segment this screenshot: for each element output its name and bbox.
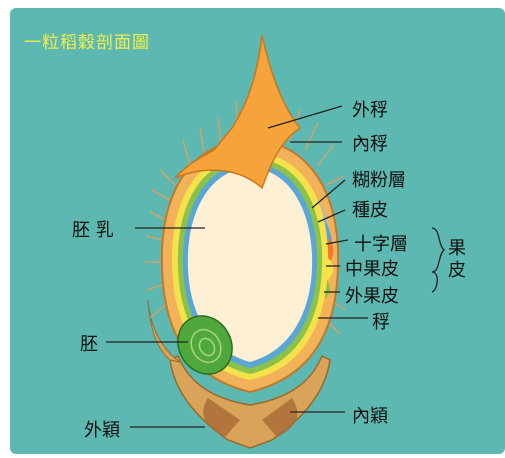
label-inner-glume: 內穎 [352, 402, 388, 428]
label-pericarp: 果皮 [448, 238, 468, 282]
label-inner-lemma: 內稃 [352, 130, 388, 156]
label-exocarp: 外果皮 [345, 282, 399, 308]
label-lemma: 稃 [372, 308, 390, 334]
label-embryo: 胚 [80, 330, 98, 356]
label-outer-lemma: 外稃 [352, 96, 388, 122]
label-cross-layer: 十字層 [354, 230, 408, 256]
label-outer-glume: 外穎 [84, 416, 120, 442]
label-aleurone: 糊粉層 [352, 166, 406, 192]
label-seed-coat: 種皮 [352, 196, 388, 222]
label-mesocarp: 中果皮 [345, 255, 399, 281]
label-endosperm: 胚 乳 [72, 216, 114, 242]
